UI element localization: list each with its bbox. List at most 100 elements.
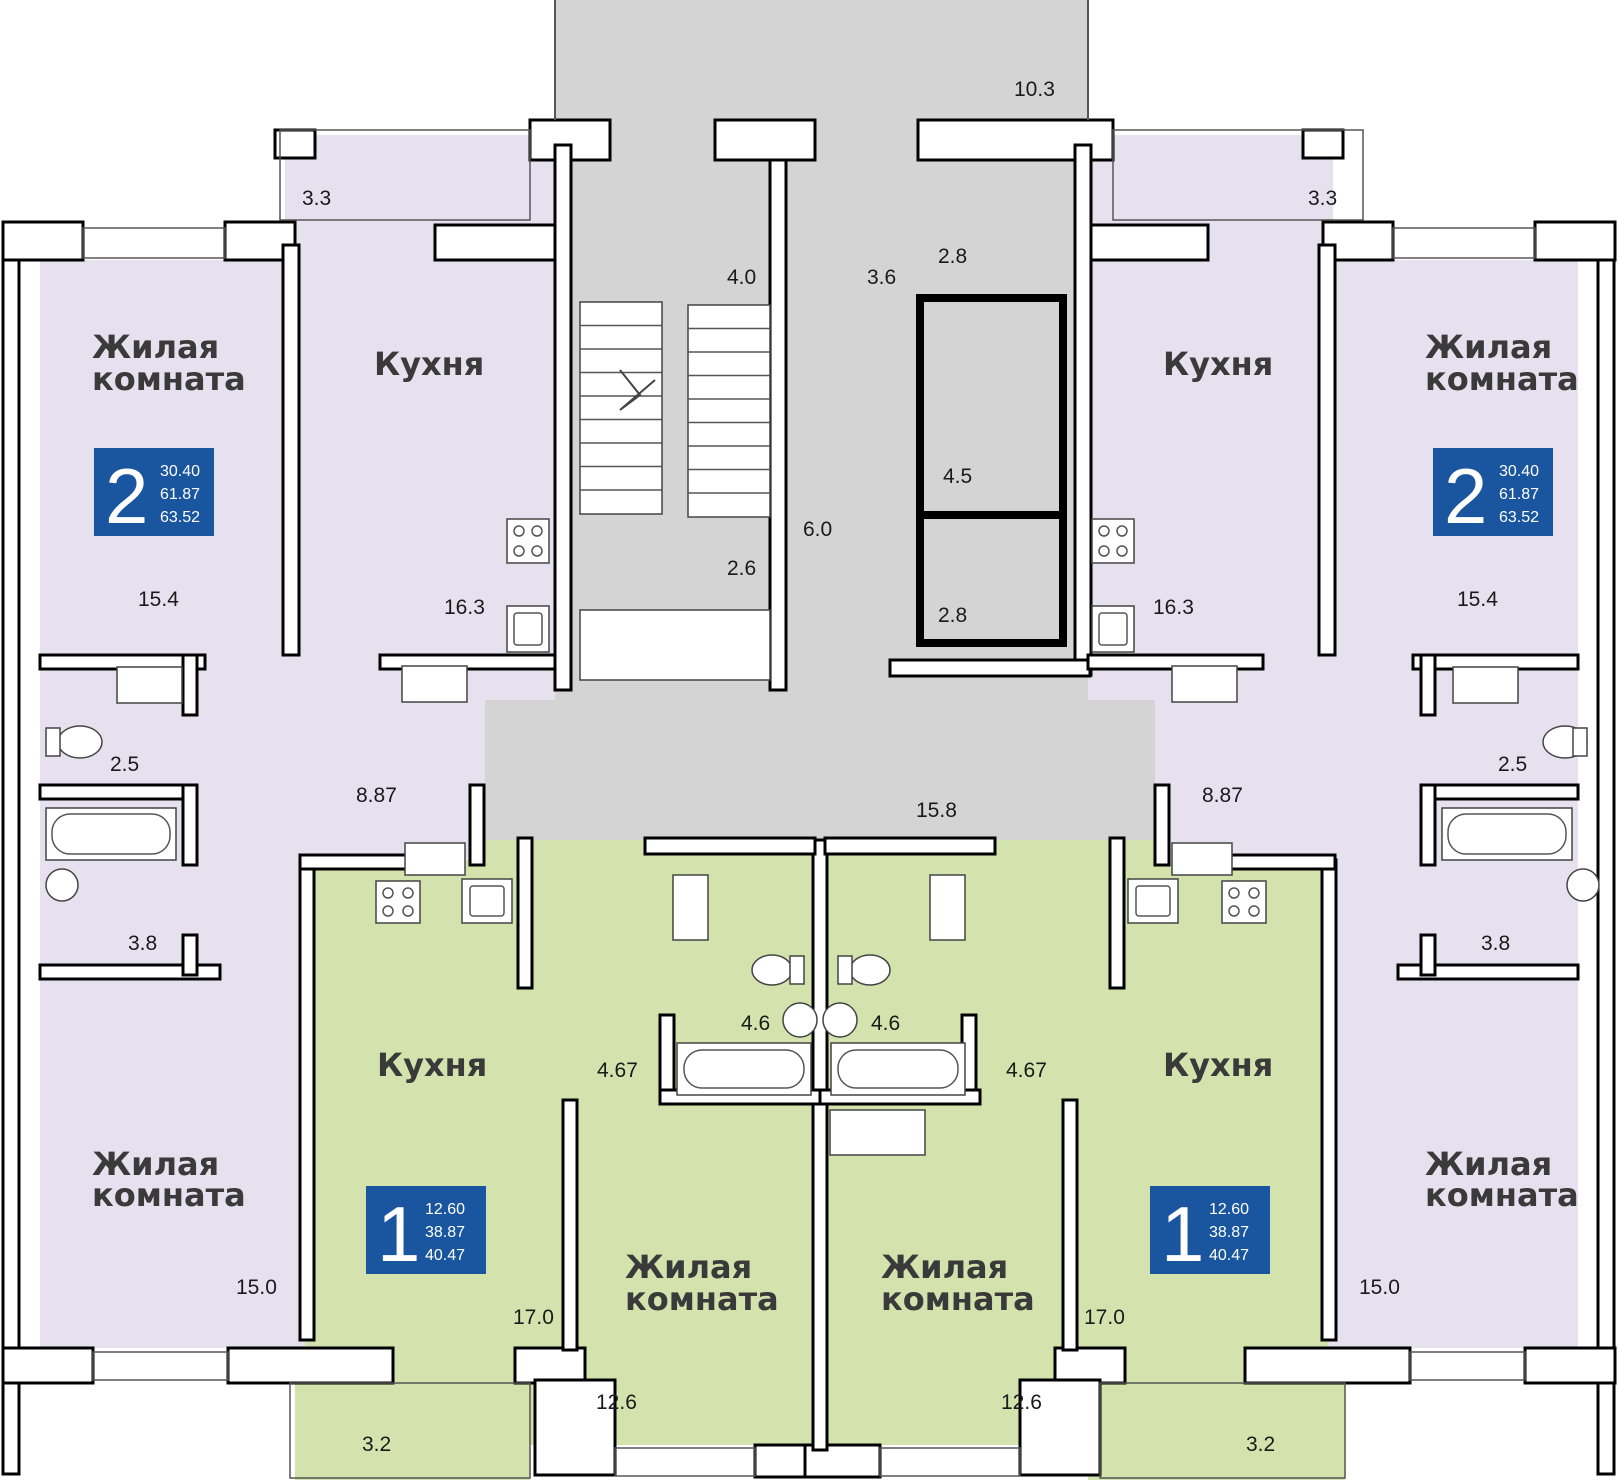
area-value: 2.8 (938, 604, 967, 627)
badge-value: 38.87 (1209, 1224, 1249, 1241)
wall-shaft-bottom (888, 658, 1092, 678)
stair-flight-right (687, 304, 771, 518)
toilet-icon (837, 954, 891, 986)
bathtub-icon (676, 1042, 812, 1096)
badge-box (1433, 448, 1553, 536)
window-center-bottom-right (879, 1447, 1021, 1477)
area-value: 12.6 (596, 1391, 637, 1414)
badge-value: 12.60 (1209, 1201, 1249, 1218)
badge-value: 61.87 (1499, 486, 1539, 503)
stair-storage (579, 609, 771, 681)
stove-icon (1221, 880, 1267, 924)
stove-icon (506, 518, 550, 564)
area-value: 17.0 (1084, 1306, 1125, 1329)
stove-icon (1091, 518, 1135, 564)
balcony-right-bottom (1099, 1382, 1346, 1479)
wall-right-kitchen-top (1086, 223, 1210, 262)
area-value: 17.0 (513, 1306, 554, 1329)
wall-center-divider (811, 838, 829, 1452)
counter-icon (1171, 842, 1233, 876)
area-value: 15.0 (1359, 1276, 1400, 1299)
wall-left-top-a (1, 220, 85, 262)
counter-icon (404, 842, 466, 876)
badge-value: 38.87 (425, 1224, 465, 1241)
sink-icon (461, 878, 513, 924)
balcony-right-top (1112, 129, 1364, 221)
badge-value: 30.40 (1499, 463, 1539, 480)
wall-right-sep (1320, 858, 1338, 1342)
room-label-living: Жилая (881, 1248, 1008, 1286)
wall-right-sep-riser (1153, 783, 1171, 867)
counter-icon (1171, 665, 1238, 703)
counter-icon (672, 874, 709, 941)
wall-left-wc-right (181, 653, 199, 717)
rack-icon (829, 1109, 926, 1156)
counter-icon (116, 666, 183, 704)
fixtures (45, 518, 1600, 1156)
badge-value: 63.52 (160, 509, 200, 526)
area-value: 4.67 (597, 1059, 638, 1082)
room-label-living: комната (1425, 1176, 1579, 1214)
window-right-top (1392, 227, 1536, 259)
wall-left-kitchen-riser (516, 836, 534, 990)
area-value: 2.6 (727, 557, 756, 580)
badge-value: 40.47 (425, 1247, 465, 1264)
area-value: 3.2 (1246, 1433, 1275, 1456)
staircase (579, 301, 771, 681)
badge-value: 63.52 (1499, 509, 1539, 526)
room-label-living: Жилая (625, 1248, 752, 1286)
area-value: 10.3 (1014, 78, 1055, 101)
wall-left-bath-partition (658, 1013, 676, 1102)
right-1room-fill (825, 840, 1345, 1480)
area-value: 15.0 (236, 1276, 277, 1299)
area-value: 6.0 (803, 518, 832, 541)
sink-icon (506, 605, 550, 653)
bathtub-icon (45, 807, 177, 861)
wall-shaft-box (916, 294, 1067, 647)
stair-steps (580, 324, 770, 494)
room-fills (40, 0, 1578, 1480)
wall-left-sep (298, 858, 316, 1342)
window-left-bottom (92, 1351, 229, 1381)
left-1room-fill (295, 840, 815, 1480)
area-value: 2.5 (110, 753, 139, 776)
badge-right-2room: 2 30.40 61.87 63.52 (1433, 448, 1553, 540)
counter-icon (401, 665, 468, 703)
toilet-icon (1542, 725, 1588, 759)
badge-value: 30.40 (160, 463, 200, 480)
area-value: 12.6 (1001, 1391, 1042, 1414)
wall-left-bath-top (38, 783, 197, 801)
room-label-kitchen: Кухня (1163, 345, 1273, 383)
wall-stair-left (553, 143, 573, 692)
toilet-icon (45, 725, 103, 759)
common-corridor-fill (485, 680, 1155, 840)
badge-value: 40.47 (1209, 1247, 1249, 1264)
wall-outer-left (1, 220, 21, 1476)
wall-left-bottom-a (1, 1346, 95, 1385)
area-value: 4.6 (871, 1012, 900, 1035)
washbasin-icon (822, 1002, 858, 1038)
wall-left-bottom-b (226, 1346, 395, 1385)
wall-left-partition-top (281, 243, 301, 657)
wall-left-sep-riser (468, 783, 486, 867)
balcony-left-top (279, 129, 531, 221)
area-value: 3.2 (362, 1433, 391, 1456)
sink-icon (1127, 878, 1179, 924)
window-center-bottom-left (614, 1447, 756, 1477)
area-value: 15.4 (138, 588, 179, 611)
area-value: 2.5 (1498, 753, 1527, 776)
sink-icon (1091, 605, 1135, 653)
area-value: 4.5 (943, 465, 972, 488)
badge-box (1150, 1186, 1270, 1274)
room-label-living: Жилая (92, 328, 219, 366)
wall-left-sep-top (298, 853, 422, 871)
area-value: 3.3 (302, 187, 331, 210)
wall-right-1room-bottom-b (1018, 1378, 1102, 1477)
wall-left-balcony-top (273, 128, 317, 160)
wall-left-hall-stub (181, 933, 199, 977)
right-2room-fill (1088, 135, 1578, 1348)
room-label-kitchen: Кухня (377, 1046, 487, 1084)
stove-icon (375, 880, 421, 924)
badge-rooms-count: 2 (105, 452, 148, 540)
